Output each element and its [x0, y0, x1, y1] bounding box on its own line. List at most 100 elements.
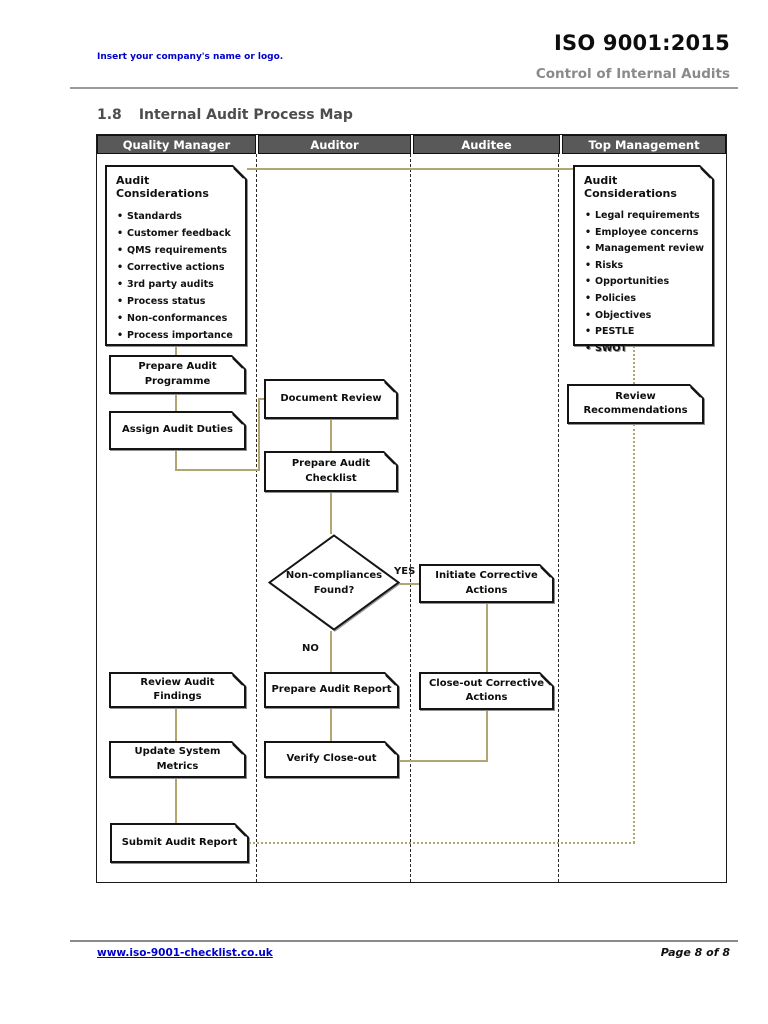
bullet-item: QMS requirements [116, 242, 239, 259]
section-heading: 1.8 Internal Audit Process Map [97, 107, 353, 123]
bullet-item: Process status [116, 293, 239, 310]
connector [399, 760, 488, 762]
connector [258, 398, 264, 400]
node-label: Prepare Audit Programme [138, 361, 217, 387]
connector [486, 603, 488, 672]
bullet-item: Policies [584, 291, 706, 308]
node-shape [567, 384, 704, 424]
node-content: Audit Considerations Legal requirements … [573, 165, 714, 357]
connector [258, 398, 260, 471]
company-placeholder-text: Insert your company's name or logo. [97, 52, 284, 62]
node-shape [264, 741, 399, 778]
node-prepare-audit-checklist: Prepare Audit Checklist [264, 451, 398, 492]
node-shape [109, 411, 246, 450]
node-shape [109, 672, 246, 708]
node-label: Review Recommendations [583, 390, 688, 417]
node-audit-considerations-right: Audit Considerations Legal requirements … [573, 165, 714, 357]
node-close-out-corrective-actions: Close-out Corrective Actions [419, 672, 554, 710]
connector-no-branch [330, 631, 332, 673]
section-title-text: Internal Audit Process Map [138, 107, 353, 123]
bullet-list: Legal requirements Employee concerns Man… [584, 208, 706, 357]
footer-website-link[interactable]: www.iso-9001-checklist.co.uk [97, 947, 273, 959]
node-label: Initiate Corrective Actions [435, 570, 538, 596]
node-label: Prepare Audit Report [271, 683, 392, 695]
decision-no-label: NO [302, 643, 319, 654]
node-shape [419, 564, 554, 603]
connector [175, 708, 177, 741]
connector [486, 710, 488, 762]
bullet-item: PESTLE [584, 324, 706, 341]
lane-header-auditee: Auditee [413, 135, 561, 154]
lane-divider [410, 154, 411, 882]
node-decision-non-compliances-found: Non-compliances Found? [268, 534, 400, 631]
node-title: Audit Considerations [584, 174, 677, 200]
connector [330, 419, 332, 451]
node-shape [264, 379, 398, 419]
decision-yes-label: YES [394, 566, 416, 577]
node-prepare-audit-programme: Prepare Audit Programme [109, 355, 246, 394]
connector [175, 346, 177, 355]
connector-yes-branch [400, 583, 419, 585]
bullet-item: Management review [584, 241, 706, 258]
connector [175, 394, 177, 411]
bullet-item: 3rd party audits [116, 276, 239, 293]
process-map-diagram: Quality Manager Auditor Auditee Top Mana… [96, 134, 727, 883]
node-update-system-metrics: Update System Metrics [109, 741, 246, 778]
node-label: Verify Close-out [286, 753, 377, 765]
connector [175, 778, 177, 823]
lane-header-quality-manager: Quality Manager [97, 135, 256, 154]
lane-header-top-management: Top Management [562, 135, 727, 154]
node-initiate-corrective-actions: Initiate Corrective Actions [419, 564, 554, 603]
node-shape [264, 672, 399, 708]
connector [175, 469, 260, 471]
connector-dotted [633, 346, 635, 384]
node-label: Update System Metrics [134, 746, 221, 772]
lane-header-auditor: Auditor [257, 135, 411, 154]
node-submit-audit-report: Submit Audit Report [110, 823, 249, 863]
bullet-item: Standards [116, 208, 239, 225]
document-title: ISO 9001:2015 [554, 31, 730, 55]
bullet-item: Legal requirements [584, 208, 706, 225]
page-number: Page 8 of 8 [660, 946, 730, 959]
node-review-recommendations: Review Recommendations [567, 384, 704, 424]
connector [330, 492, 332, 534]
bullet-item: Corrective actions [116, 259, 239, 276]
node-shape [109, 741, 246, 778]
bullet-item: SWOT [584, 341, 706, 358]
node-label: Submit Audit Report [121, 836, 238, 848]
node-audit-considerations-left: Audit Considerations Standards Customer … [105, 165, 247, 346]
node-label: Prepare Audit Checklist [291, 458, 371, 484]
node-label: Close-out Corrective Actions [428, 677, 545, 704]
node-shape [264, 451, 398, 492]
decision-diamond-shape [268, 534, 400, 631]
bullet-item: Non-conformances [116, 310, 239, 327]
footer-rule [70, 940, 738, 942]
bullet-item: Objectives [584, 308, 706, 325]
node-title: Audit Considerations [116, 174, 209, 200]
node-label: Assign Audit Duties [122, 424, 233, 436]
bullet-item: Employee concerns [584, 225, 706, 242]
connector [175, 450, 177, 471]
connector-dotted-report-to-management [249, 842, 635, 844]
section-number: 1.8 [97, 107, 122, 123]
node-shape [110, 823, 249, 863]
lane-header-row: Quality Manager Auditor Auditee Top Mana… [97, 135, 727, 154]
node-label: Document Review [280, 392, 382, 404]
node-review-audit-findings: Review Audit Findings [109, 672, 246, 708]
lane-divider [256, 154, 257, 882]
document-subtitle: Control of Internal Audits [535, 66, 730, 82]
node-label: Review Audit Findings [140, 676, 215, 703]
header-rule [70, 87, 738, 89]
node-shape [109, 355, 246, 394]
node-assign-audit-duties: Assign Audit Duties [109, 411, 246, 450]
bullet-item: Process importance [116, 327, 239, 344]
node-label: Non-compliances Found? [285, 569, 383, 596]
connector [330, 707, 332, 741]
lane-divider [558, 154, 559, 882]
bullet-list: Standards Customer feedback QMS requirem… [116, 208, 239, 344]
node-content: Audit Considerations Standards Customer … [105, 165, 247, 346]
connector-dotted [633, 424, 635, 843]
bullet-item: Risks [584, 258, 706, 275]
bullet-item: Customer feedback [116, 225, 239, 242]
